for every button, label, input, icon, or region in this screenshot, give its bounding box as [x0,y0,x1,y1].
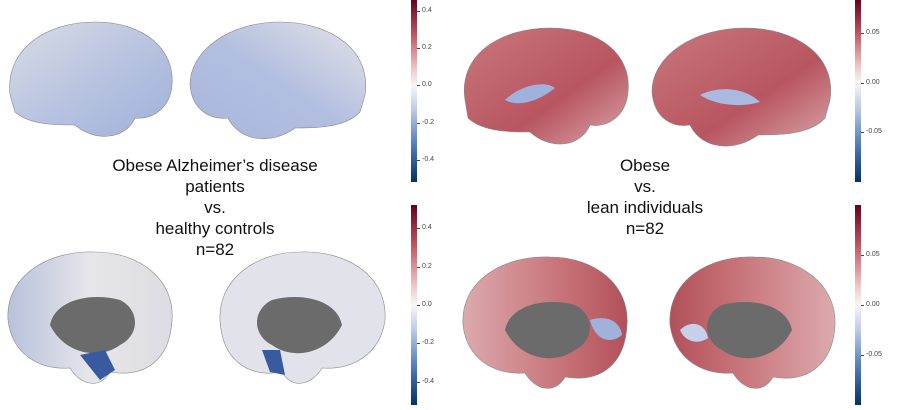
colorbar-tick [861,32,864,34]
brain-lateral-right-hemisphere-ad [189,21,367,140]
colorbar-tick-label: -0.4 [422,377,435,385]
colorbar-tick-label: 0.0 [422,81,432,89]
colorbar-tick-label: 0.4 [422,224,432,232]
colorbar-tick [861,355,864,356]
title-line: lean individuals [586,198,704,217]
brain-medial-left-hemisphere-ad [7,251,173,384]
title-line: vs. [204,198,226,217]
colorbar [855,0,861,182]
panel-title-obese: Obese vs. lean individuals n=82 [520,155,770,239]
colorbar-tick-label: -0.4 [422,155,435,163]
colorbar-tick [417,122,420,124]
colorbar-tick-label: -0.2 [422,118,435,126]
colorbar-tick-label: -0.05 [866,128,882,136]
brain-medial-left-hemisphere-obese [462,256,628,389]
title-line: Obese Alzheimer’s disease patients [112,156,318,196]
colorbar [855,205,861,405]
brain-lateral-left-hemisphere-ad [9,21,173,137]
brain-lateral-left-hemisphere-obese [463,27,629,145]
colorbar-tick-label: 0.4 [422,7,432,15]
panel-title-ad: Obese Alzheimer’s disease patients vs. h… [90,155,340,260]
colorbar-tick-label: 0.00 [866,78,880,86]
colorbar-tick-label: -0.2 [422,339,435,347]
colorbar-tick [417,343,420,345]
colorbar-tick [417,11,420,13]
brain-medial-right-hemisphere-ad [219,251,386,384]
title-line: n=82 [195,240,235,259]
colorbar-tick-label: 0.2 [422,44,432,52]
colorbar-tick-label: 0.00 [866,301,880,308]
colorbar-tick [417,159,420,161]
colorbar-tick [861,305,864,306]
title-line: n=82 [625,219,665,238]
colorbar-tick-label: 0.05 [866,251,880,258]
colorbar-tick [861,132,864,134]
colorbar-tick [417,85,420,87]
title-line: healthy controls [155,219,275,238]
colorbar-tick-label: -0.05 [866,351,882,358]
colorbar-tick-label: 0.05 [866,28,880,36]
colorbar [411,0,417,182]
colorbar-tick [417,48,420,50]
colorbar-tick [861,82,864,84]
colorbar [411,205,417,405]
colorbar-tick [417,305,420,306]
colorbar-tick-label: 0.0 [422,301,432,308]
colorbar-tick [417,228,420,230]
colorbar-tick [417,381,420,383]
title-line: Obese [619,156,671,175]
colorbar-tick-label: 0.2 [422,262,432,270]
colorbar-tick [861,255,864,256]
brain-medial-right-hemisphere-obese [669,256,836,389]
colorbar-tick [417,266,420,268]
title-line: vs. [634,177,656,196]
brain-lateral-right-hemisphere-obese [651,27,832,147]
